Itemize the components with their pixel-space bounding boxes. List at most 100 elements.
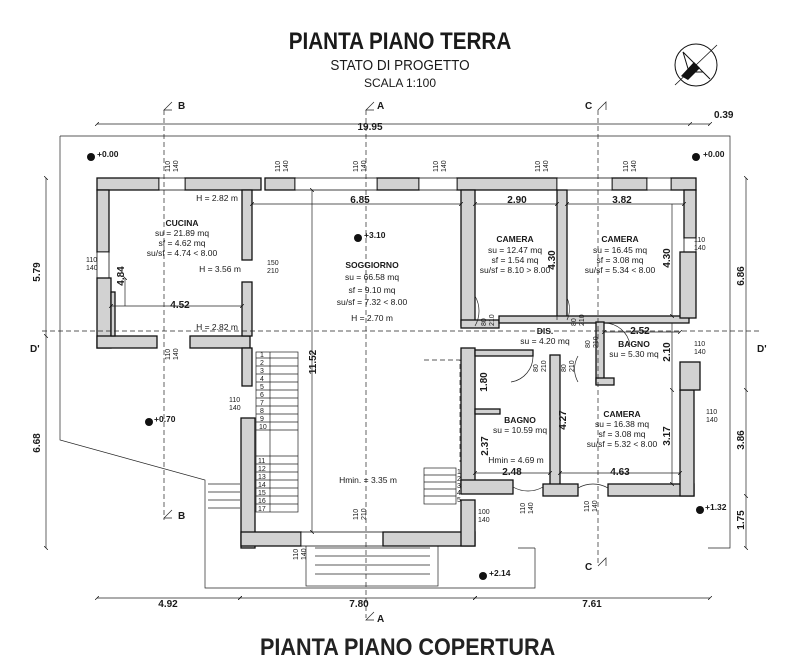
svg-text:80: 80 [571, 318, 578, 326]
svg-text:80: 80 [561, 364, 568, 372]
section-b-top: B [178, 101, 185, 112]
svg-text:110: 110 [706, 409, 717, 416]
svg-text:110: 110 [165, 161, 172, 172]
dim-463: 4.63 [610, 467, 630, 478]
room-cucina-su: su = 21.89 mq [155, 228, 209, 238]
svg-text:15: 15 [258, 490, 266, 497]
svg-text:110: 110 [520, 503, 527, 514]
room-bagno2-su: su = 10.59 mq [493, 425, 547, 435]
room-camera3-sf: sf = 3.08 mq [598, 429, 645, 439]
height-cucina-top: H = 2.82 m [196, 193, 238, 203]
room-soggiorno-height: H = 2.70 m [351, 313, 393, 323]
level-entrance: +2.14 [489, 568, 511, 578]
room-dis-name: DIS. [537, 326, 554, 336]
room-camera3-name: CAMERA [603, 409, 640, 419]
svg-text:210: 210 [267, 268, 279, 275]
room-camera2-name: CAMERA [601, 234, 638, 244]
dim-484: 4.84 [116, 266, 127, 286]
room-soggiorno-name: SOGGIORNO [345, 260, 399, 270]
svg-text:7: 7 [260, 400, 264, 407]
svg-text:9: 9 [260, 416, 264, 423]
svg-text:140: 140 [543, 160, 550, 172]
door-swings [424, 295, 631, 492]
dim-382: 3.82 [612, 195, 632, 206]
level-soggiorno: +3.10 [364, 230, 386, 240]
dim-248: 2.48 [502, 467, 522, 478]
section-a-bottom: A [377, 614, 384, 625]
svg-text:13: 13 [258, 474, 266, 481]
dim-left-579: 5.79 [32, 262, 43, 282]
svg-text:140: 140 [361, 160, 368, 172]
dim-right-386: 3.86 [736, 430, 747, 450]
room-cucina-sf: sf = 4.62 mq [158, 238, 205, 248]
opening-tags: 110 140 110 140 110 140 110 140 110 140 … [86, 160, 718, 560]
svg-text:14: 14 [258, 482, 266, 489]
svg-text:3: 3 [457, 483, 461, 490]
svg-text:11: 11 [258, 458, 265, 465]
plan-scale: SCALA 1:100 [363, 76, 437, 90]
svg-text:8: 8 [260, 408, 264, 415]
stairs [208, 351, 457, 513]
svg-text:1: 1 [457, 469, 461, 476]
svg-text:2: 2 [457, 476, 461, 483]
svg-text:3: 3 [260, 368, 264, 375]
svg-text:16: 16 [258, 498, 266, 505]
svg-text:140: 140 [283, 160, 290, 172]
dimension-lines [46, 124, 746, 598]
walls [96, 177, 701, 549]
section-c-top: C [585, 101, 592, 112]
svg-text:140: 140 [694, 245, 706, 252]
svg-text:110: 110 [535, 161, 542, 172]
plan-subtitle: STATO DI PROGETTO [330, 57, 470, 74]
room-camera1-name: CAMERA [496, 234, 533, 244]
room-dis-su: su = 4.20 mq [520, 336, 570, 346]
svg-text:110: 110 [86, 257, 97, 264]
dim-1152: 11.52 [308, 349, 319, 374]
level-garden: +0.70 [154, 414, 176, 424]
room-cucina-name: CUCINA [165, 218, 198, 228]
svg-text:210: 210 [541, 360, 548, 372]
svg-text:5: 5 [457, 497, 461, 504]
room-cucina-ratio: su/sf = 4.74 < 8.00 [147, 248, 218, 258]
dim-210: 2.10 [662, 342, 673, 362]
room-cucina-height: H = 3.56 m [199, 264, 241, 274]
svg-text:80: 80 [533, 364, 540, 372]
svg-text:140: 140 [229, 405, 241, 412]
svg-text:1: 1 [260, 352, 264, 359]
level-top-right: +0.00 [703, 149, 725, 159]
svg-text:110: 110 [584, 501, 591, 512]
room-soggiorno-sf: sf = 9.10 mq [348, 285, 395, 295]
svg-text:110: 110 [623, 161, 630, 172]
svg-text:12: 12 [258, 466, 266, 473]
svg-text:110: 110 [694, 237, 705, 244]
plan-title: PIANTA PIANO TERRA [288, 28, 512, 55]
dim-left-668: 6.68 [32, 433, 43, 453]
dim-237: 2.37 [480, 436, 491, 456]
svg-text:140: 140 [301, 548, 308, 560]
north-arrow-icon [674, 43, 718, 87]
room-camera1-ratio: su/sf = 8.10 > 8.00 [480, 265, 551, 275]
dim-252: 2.52 [630, 326, 650, 337]
room-bagno1-name: BAGNO [618, 339, 650, 349]
svg-text:140: 140 [173, 160, 180, 172]
dim-top-right: 0.39 [714, 110, 734, 121]
svg-text:110: 110 [229, 397, 240, 404]
section-c-bottom: C [585, 562, 592, 573]
svg-text:140: 140 [706, 417, 718, 424]
svg-text:4: 4 [260, 376, 264, 383]
svg-text:140: 140 [631, 160, 638, 172]
dim-top-total: 19.95 [357, 122, 382, 133]
svg-text:210: 210 [569, 360, 576, 372]
room-camera1-su: su = 12.47 mq [488, 245, 542, 255]
svg-text:4: 4 [457, 490, 461, 497]
svg-text:140: 140 [86, 265, 98, 272]
svg-text:17: 17 [258, 506, 266, 513]
svg-text:110: 110 [293, 549, 300, 560]
svg-text:140: 140 [478, 517, 490, 524]
room-camera3-su: su = 16.38 mq [595, 419, 649, 429]
dim-317: 3.17 [662, 426, 673, 446]
room-camera2-su: su = 16.45 mq [593, 245, 647, 255]
room-camera1-sf: sf = 1.54 mq [491, 255, 538, 265]
svg-text:210: 210 [593, 336, 600, 348]
level-top-left: +0.00 [97, 149, 119, 159]
